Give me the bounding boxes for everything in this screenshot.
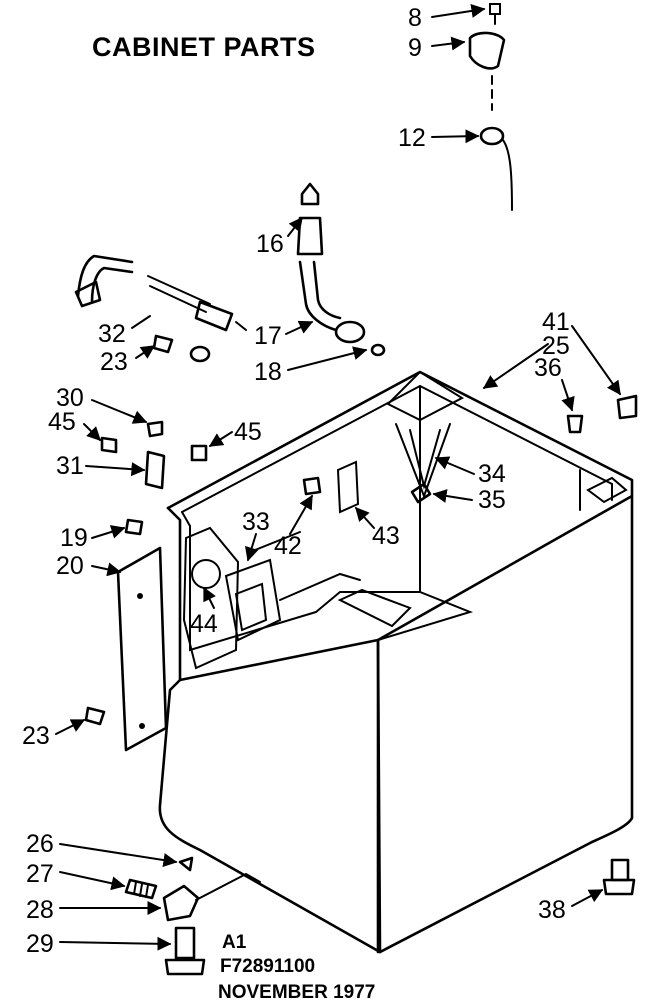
part-41-clip [616,394,638,420]
cabinet-body [116,370,634,954]
callout-12: 12 [398,124,426,152]
callout-26: 26 [26,830,54,858]
part-26-washer [178,856,194,872]
part-29-leg [164,926,206,976]
part-27-spring [124,878,158,900]
part-42-bolt [302,476,322,496]
footer-code: A1 [222,932,247,953]
callout-18: 18 [254,358,282,386]
leader-lines [55,3,621,951]
part-16-cap [296,182,324,256]
callout-23-left: 23 [22,722,50,750]
callout-17: 17 [254,322,282,350]
page-title: CABINET PARTS [92,32,316,62]
callout-19: 19 [60,524,88,552]
part-36-bolt [566,414,584,434]
callout-36: 36 [534,354,562,382]
callout-labels: 8 9 12 16 32 23 17 18 41 25 36 30 45 45 … [22,4,570,958]
part-8-screw [489,3,501,25]
callout-45-left: 45 [48,408,76,436]
callout-8: 8 [408,4,422,32]
callout-44: 44 [190,610,218,638]
callout-43: 43 [372,522,400,550]
callout-35: 35 [478,486,506,514]
callout-9: 9 [408,34,422,62]
part-45-screws [100,436,208,462]
part-23-screw-left [84,706,106,726]
callout-23-top: 23 [100,348,128,376]
callout-25: 25 [542,332,570,360]
callout-32: 32 [98,320,126,348]
part-19-screw [124,518,144,536]
footer-date: NOVEMBER 1977 [218,982,375,1003]
part-12-grommet [479,126,513,211]
part-23-screw-top [152,334,211,363]
callout-27: 27 [26,860,54,888]
callout-45-right: 45 [234,418,262,446]
callout-29: 29 [26,930,54,958]
callout-33: 33 [242,508,270,536]
part-31-bracket [144,450,166,490]
callout-34: 34 [478,460,506,488]
part-35-nut [410,482,432,504]
callout-20: 20 [56,552,84,580]
callout-31: 31 [56,452,84,480]
part-30-nut [146,420,164,438]
drawing-footer: A1 F72891100 NOVEMBER 1977 [218,932,375,1003]
callout-41: 41 [542,308,570,336]
callout-42: 42 [274,532,302,560]
callout-28: 28 [26,896,54,924]
footer-part-number: F72891100 [220,956,315,977]
part-9-clamp [468,31,506,70]
part-18-fitting [334,320,386,357]
part-28-foot-bracket [162,884,200,922]
part-38-leveling-foot [602,858,636,896]
part-17-tube [298,260,342,332]
part-32-hose [74,254,247,332]
callout-38: 38 [538,896,566,924]
callout-16: 16 [256,230,284,258]
callout-30: 30 [56,384,84,412]
